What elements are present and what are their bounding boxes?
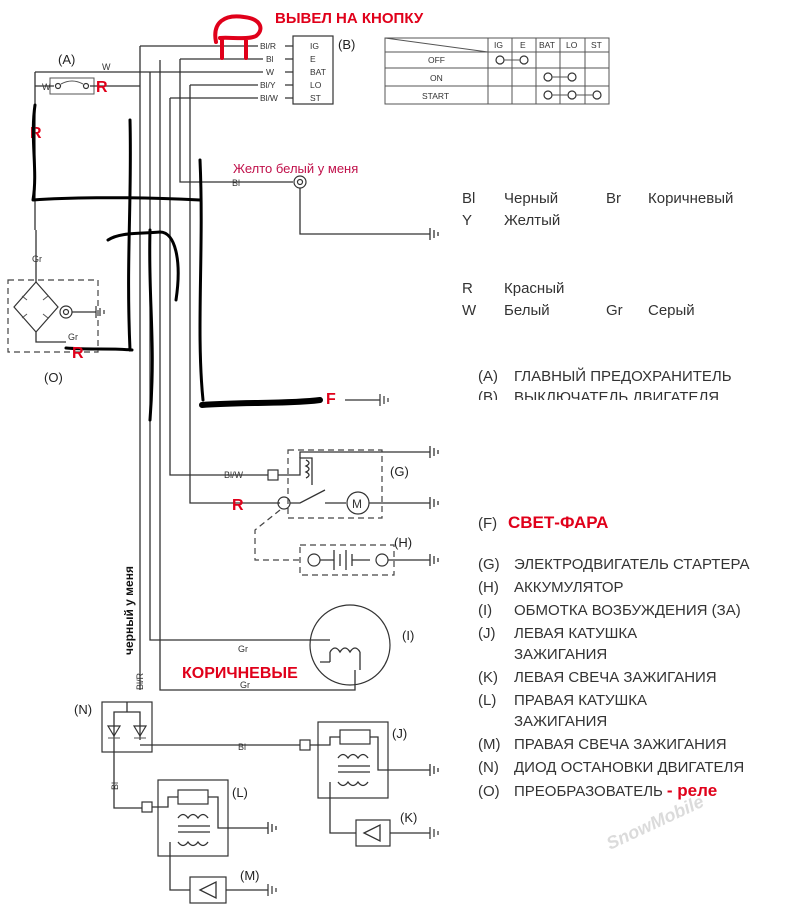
block-label-o: (O) (44, 370, 63, 385)
switch-terminals: IG E BAT LO ST (310, 41, 326, 103)
annotation-yellow-white: Желто белый у меня (233, 161, 358, 176)
svg-text:R: R (232, 497, 244, 514)
starter-motor-g: Bl/W M (224, 446, 439, 519)
annotation-black-mine: черный у меня (122, 566, 136, 655)
block-label-b: (B) (338, 37, 355, 52)
block-label-k: (K) (400, 810, 417, 825)
svg-text:ST: ST (591, 40, 602, 50)
component-legend: (A)ГЛАВНЫЙ ПРЕДОХРАНИТЕЛЬ (B)ВЫКЛЮЧАТЕЛЬ… (478, 368, 750, 800)
block-label-n: (N) (74, 702, 92, 717)
svg-text:R: R (30, 125, 42, 142)
svg-text:LO: LO (566, 40, 578, 50)
mark-f: F (326, 391, 336, 408)
fuse-box (49, 77, 95, 95)
svg-text:W: W (102, 62, 111, 72)
exciter-coil-i: Gr Gr (238, 604, 391, 690)
battery-h (254, 509, 439, 576)
ignition-coil-j (299, 721, 439, 847)
svg-text:START: START (422, 91, 449, 101)
terminal-label: IG (310, 41, 319, 51)
svg-text:ON: ON (430, 73, 443, 83)
annotation-headlight: СВЕТ-ФАРА (508, 513, 609, 532)
svg-text:Bl/W: Bl/W (224, 470, 244, 480)
svg-text:Bl: Bl (232, 178, 240, 188)
svg-text:Gr: Gr (238, 644, 248, 654)
svg-text:R: R (72, 345, 84, 362)
terminal-label: E (310, 54, 316, 64)
svg-text:OFF: OFF (428, 55, 445, 65)
headlight-wire (199, 397, 323, 408)
button-mark (213, 14, 263, 60)
svg-text:Bl: Bl (238, 742, 246, 752)
svg-text:M: M (352, 497, 362, 511)
block-label-g: (G) (390, 464, 409, 479)
color-legend: Bl Черный Br Коричневый Y Желтый R Красн… (462, 190, 734, 319)
ignition-switch-box (292, 35, 334, 105)
svg-text:W: W (42, 82, 51, 92)
block-label-l: (L) (232, 785, 248, 800)
converter-o: Gr Gr (7, 230, 105, 353)
block-label-i: (I) (402, 628, 414, 643)
svg-text:Bl/R: Bl/R (135, 672, 145, 690)
annotation-to-button: ВЫВЕЛ НА КНОПКУ (275, 10, 424, 27)
terminal-label: BAT (310, 67, 326, 77)
block-label-h: (H) (394, 535, 412, 550)
wire-label: W (266, 67, 274, 77)
svg-text:Gr: Gr (240, 680, 250, 690)
switch-table: IG E BAT LO ST OFF ON START (384, 37, 610, 105)
svg-text:R: R (96, 79, 108, 96)
wire-label: Bl (266, 54, 274, 64)
svg-text:Gr: Gr (32, 254, 42, 264)
annotation-relay: - реле (666, 781, 718, 800)
terminal-label: LO (310, 80, 322, 90)
wire-label: Bl/R (260, 41, 276, 51)
switch-wire-labels: Bl/R Bl W Bl/Y Bl/W (260, 41, 278, 103)
svg-text:BAT: BAT (539, 40, 555, 50)
svg-text:IG: IG (494, 40, 503, 50)
svg-text:E: E (520, 40, 526, 50)
svg-text:Gr: Gr (68, 332, 78, 342)
block-label-j: (J) (392, 726, 407, 741)
wire-label: Bl/Y (260, 80, 276, 90)
annotation-brown: КОРИЧНЕВЫЕ (182, 665, 298, 682)
diode-n: Bl Bl (101, 701, 300, 809)
block-label-a: (A) (58, 52, 75, 67)
terminal-label: ST (310, 93, 321, 103)
ignition-coil-l (141, 779, 277, 904)
block-label-m: (M) (240, 868, 260, 883)
svg-text:Bl: Bl (110, 782, 120, 790)
wire-label: Bl/W (260, 93, 278, 103)
